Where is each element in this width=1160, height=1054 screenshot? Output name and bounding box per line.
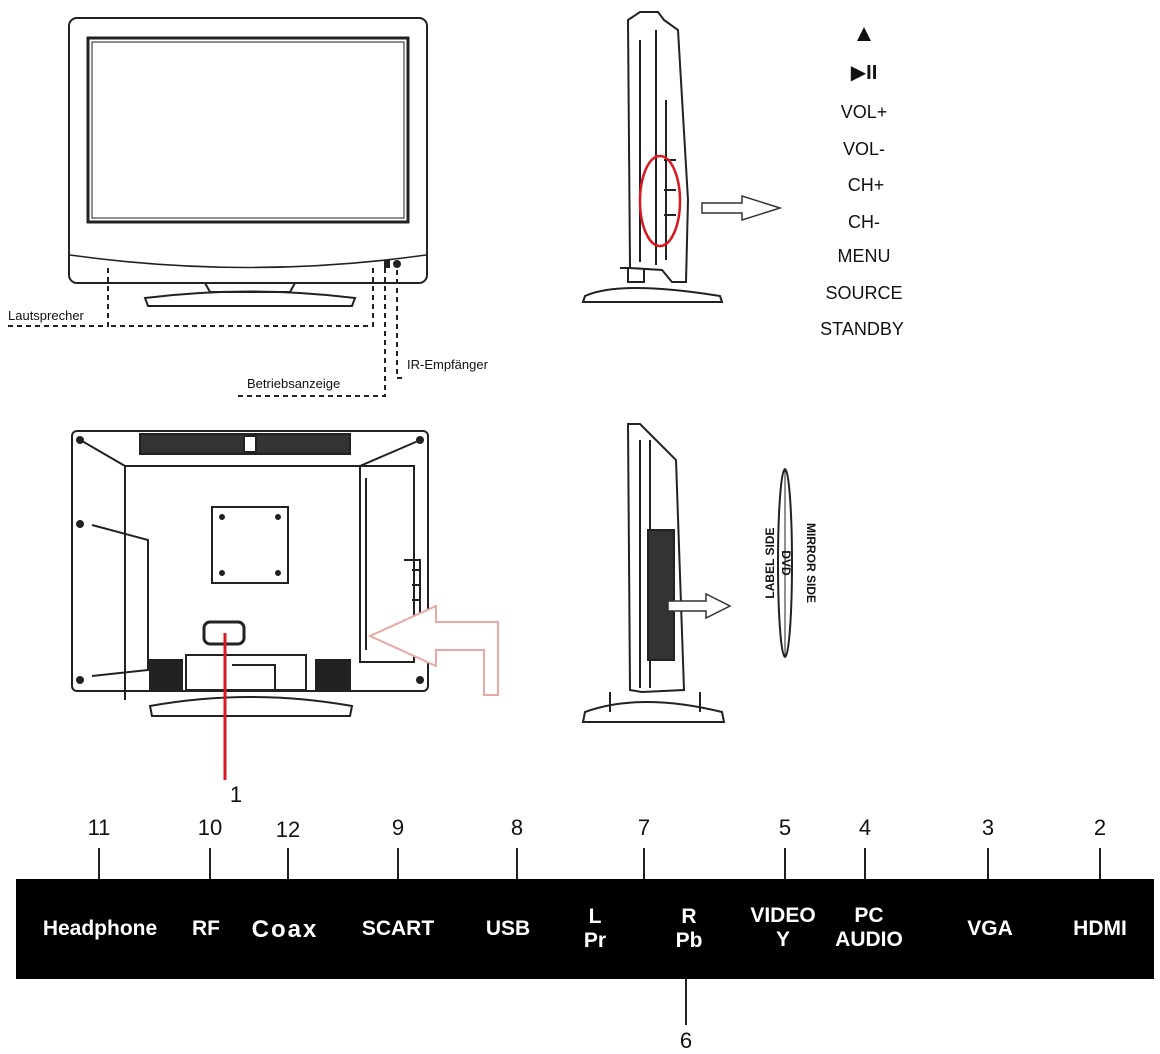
port-hdmi: HDMI <box>1073 917 1127 940</box>
port-number-hdmi: 2 <box>1093 815 1107 840</box>
control-vol-down: VOL- <box>842 139 885 159</box>
power-led-label: Betriebsanzeige <box>247 376 341 391</box>
port-number-headphone: 11 <box>87 815 111 840</box>
control-vol-up: VOL+ <box>840 102 888 122</box>
port-number-scart: 9 <box>391 815 405 840</box>
play-pause-icon: ▶II <box>850 62 878 84</box>
disc-arrow <box>667 592 732 620</box>
control-ch-down: CH- <box>848 212 880 232</box>
side-view <box>581 11 724 303</box>
port-number-l-pr: 7 <box>637 815 651 840</box>
port-number-r-pb: 6 <box>679 1028 693 1053</box>
side-controls-highlight <box>638 154 682 248</box>
port-headphone: Headphone <box>42 917 158 940</box>
side-view-dvd <box>581 423 726 723</box>
power-connector-number: 1 <box>229 782 243 807</box>
port-coax: Coax <box>251 916 319 943</box>
port-number-coax: 12 <box>275 817 301 842</box>
control-menu: MENU <box>837 246 891 266</box>
disc-mirror-side-label: MIRROR SIDE <box>804 522 818 603</box>
disc-dvd-label: DVD <box>779 550 793 576</box>
port-number-vga: 3 <box>981 815 995 840</box>
disc-label-side-label: LABEL SIDE <box>763 527 777 599</box>
rear-view <box>71 430 429 717</box>
front-leader-lines <box>8 268 404 397</box>
side-arrow <box>701 194 783 222</box>
control-standby: STANDBY <box>820 319 904 339</box>
port-number-usb: 8 <box>510 815 524 840</box>
port-number-rf: 10 <box>197 815 223 840</box>
control-ch-up: CH+ <box>847 175 885 195</box>
port-panel-bar <box>16 879 1154 979</box>
port-rf: RF <box>192 917 220 940</box>
front-view <box>68 17 428 307</box>
port-usb: USB <box>485 917 531 940</box>
port-scart: SCART <box>361 917 435 940</box>
speaker-label: Lautsprecher <box>8 308 84 323</box>
eject-icon: ▲ <box>852 20 876 47</box>
ir-receiver-label: IR-Empfänger <box>407 357 488 372</box>
port-vga: VGA <box>967 917 1013 940</box>
port-number-pc-audio: 4 <box>858 815 872 840</box>
insert-disc-arrow <box>367 604 499 696</box>
control-source: SOURCE <box>825 283 903 303</box>
port-number-video-y: 5 <box>778 815 792 840</box>
